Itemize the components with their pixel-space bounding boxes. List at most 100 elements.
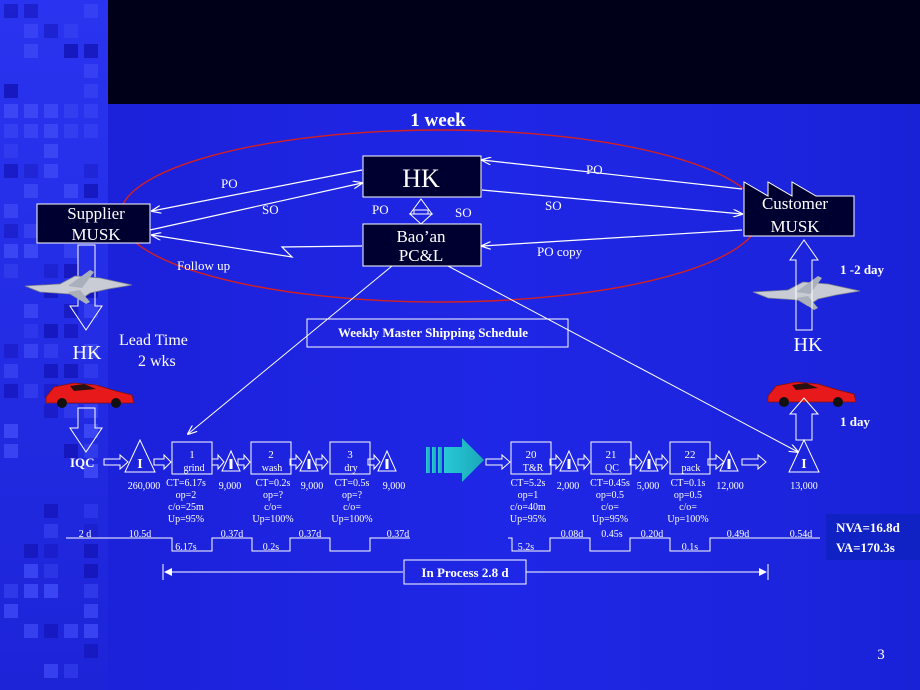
svg-text:1: 1 [189,449,195,461]
hk-label: HK [402,164,440,193]
svg-text:op=1: op=1 [518,490,539,501]
svg-text:Up=100%: Up=100% [252,514,293,525]
process-20: 20 T&R [511,442,551,474]
iqc-label: IQC [70,455,95,470]
data-box-22: CT=0.1s op=0.5 c/o= Up=100% [667,478,708,525]
svg-text:5,000: 5,000 [637,481,660,492]
outbound-arrow-2 [790,398,818,440]
svg-text:c/o=: c/o= [343,502,361,513]
so-to-hk-arrow [150,183,362,230]
svg-text:0.08d: 0.08d [561,529,584,540]
svg-text:0.45s: 0.45s [601,529,623,540]
svg-text:0.49d: 0.49d [727,529,750,540]
hk-left-label: HK [73,342,102,364]
schedule-label: Weekly Master Shipping Schedule [338,325,528,340]
svg-text:wash: wash [262,463,283,474]
svg-text:0.20d: 0.20d [641,529,664,540]
data-box-21: CT=0.45s op=0.5 c/o= Up=95% [590,478,630,525]
svg-text:CT=6.17s: CT=6.17s [166,478,206,489]
svg-text:Up=95%: Up=95% [510,514,546,525]
data-box-2: CT=0.2s op=? c/o= Up=100% [252,478,293,525]
in-process-label: In Process 2.8 d [421,565,509,580]
svg-text:c/o=: c/o= [264,502,282,513]
hk-right-label: HK [794,334,823,356]
customer-line2: MUSK [770,217,820,236]
customer-line1: Customer [762,194,828,213]
svg-text:c/o=: c/o= [601,502,619,513]
va-label: VA=170.3s [836,540,895,555]
svg-text:QC: QC [605,463,619,474]
truck-car-icon [46,383,134,408]
baoan-line2: PC&L [399,246,443,265]
supplier-line1: Supplier [67,204,125,223]
timeline-right [508,538,820,551]
svg-text:21: 21 [606,449,617,461]
svg-text:c/o=40m: c/o=40m [510,502,546,513]
svg-text:12,000: 12,000 [716,481,744,492]
svg-text:0.37d: 0.37d [387,529,410,540]
svg-text:0.2s: 0.2s [263,542,280,553]
po-copy-arrow [482,230,742,246]
timeline-top-labels: 2 d 10.5d 0.37d 0.37d 0.37d 0.08d 0.20d … [79,529,813,540]
big-push-arrow [426,438,484,482]
svg-text:10.5d: 10.5d [129,529,152,540]
schedule-left-line [188,266,392,434]
svg-text:op=0.5: op=0.5 [596,490,624,501]
hk-baoan-link [410,199,432,224]
days-top-label: 1 -2 day [840,262,885,277]
supplier-line2: MUSK [71,225,121,244]
so-right-label: SO [545,198,562,213]
svg-text:6.17s: 6.17s [175,542,197,553]
period-title: 1 week [410,110,466,131]
svg-text:Up=100%: Up=100% [331,514,372,525]
inbound-arrow-2 [70,408,102,452]
baoan-line1: Bao’an [396,227,446,246]
svg-text:13,000: 13,000 [790,481,818,492]
svg-text:Up=100%: Up=100% [667,514,708,525]
so-mid: SO [455,205,472,220]
po-left-label: PO [221,176,238,191]
process-3: 3 dry [330,442,370,474]
so-left-label: SO [262,202,279,217]
days-bottom-label: 1 day [840,414,870,429]
po-from-customer-arrow [482,160,742,189]
data-box-1: CT=6.17s op=2 c/o=25m Up=95% [166,478,206,525]
svg-text:CT=0.45s: CT=0.45s [590,478,630,489]
inventory-end: I [789,440,819,472]
svg-text:grind: grind [183,463,204,474]
lead-time-value: 2 wks [138,353,176,370]
svg-text:CT=0.2s: CT=0.2s [256,478,291,489]
po-mid: PO [372,202,389,217]
svg-text:5.2s: 5.2s [518,542,535,553]
svg-text:0.1s: 0.1s [682,542,699,553]
svg-text:2: 2 [268,449,274,461]
inventory-start: I [125,440,155,472]
svg-text:T&R: T&R [523,463,544,474]
svg-text:2,000: 2,000 [557,481,580,492]
svg-text:260,000: 260,000 [128,481,161,492]
svg-text:c/o=25m: c/o=25m [168,502,204,513]
svg-text:pack: pack [682,463,701,474]
lead-time-label: Lead Time [119,332,188,349]
svg-text:2 d: 2 d [79,529,92,540]
svg-text:0.37d: 0.37d [299,529,322,540]
svg-text:op=?: op=? [342,490,363,501]
svg-text:9,000: 9,000 [301,481,324,492]
follow-up-label: Follow up [177,258,230,273]
process-1: 1 grind [172,442,212,474]
data-box-3: CT=0.5s op=? c/o= Up=100% [331,478,372,525]
follow-up-arrow [152,235,362,257]
process-22: 22 pack [670,442,710,474]
svg-text:CT=0.5s: CT=0.5s [335,478,370,489]
truck-car-icon-right [768,382,856,407]
svg-text:9,000: 9,000 [383,481,406,492]
svg-text:0.54d: 0.54d [790,529,813,540]
svg-text:Up=95%: Up=95% [168,514,204,525]
svg-text:Up=95%: Up=95% [592,514,628,525]
page-number: 3 [877,647,885,663]
svg-text:CT=0.1s: CT=0.1s [671,478,706,489]
svg-text:CT=5.2s: CT=5.2s [511,478,546,489]
process-2: 2 wash [251,442,291,474]
svg-text:22: 22 [685,449,696,461]
